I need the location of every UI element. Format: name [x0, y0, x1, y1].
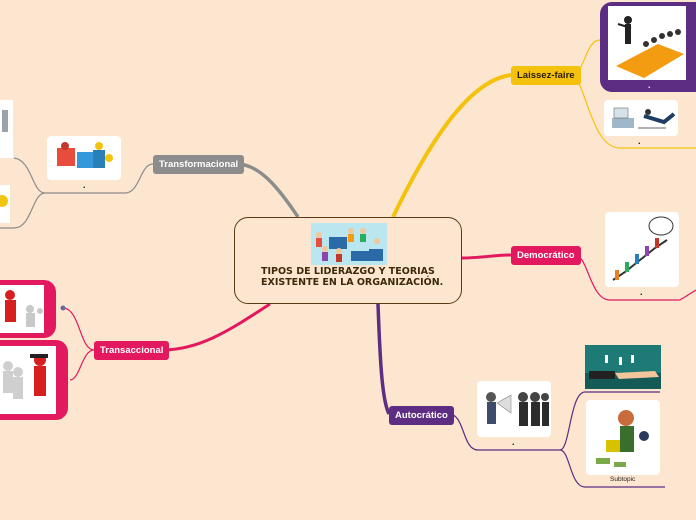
autocratico-hand-image	[585, 345, 661, 389]
transformacional-image-2	[0, 185, 10, 223]
branch-transaccional	[161, 302, 271, 352]
transaccional-card-2[interactable]	[0, 340, 68, 420]
central-topic[interactable]: TIPOS DE LIDERAZGO Y TEORIAS EXISTENTE E…	[234, 217, 462, 304]
branch-transformacional	[236, 162, 300, 218]
central-topic-title: TIPOS DE LIDERAZGO Y TEORIAS EXISTENTE E…	[261, 266, 444, 288]
leader-pointing-image	[608, 6, 686, 80]
laissez-faire-dot-label-2: .	[638, 136, 641, 146]
branch-laissez-faire	[391, 73, 512, 218]
red-figures-image	[0, 285, 44, 333]
laissez-faire-dot-label-1: .	[648, 80, 651, 90]
topic-laissez-faire[interactable]: Laissez-faire	[511, 66, 581, 85]
transformacional-puzzle-image	[47, 136, 121, 180]
branch-autocratico	[376, 303, 391, 415]
transformacional-dot-label: .	[83, 180, 86, 190]
autocratico-subtopic-label: Subtopic	[610, 476, 636, 483]
autocratico-boss-image	[586, 400, 660, 475]
autocratico-dot-label: .	[512, 437, 515, 447]
democratico-dot-label: .	[640, 287, 643, 297]
laissez-faire-relaxed-image	[604, 100, 678, 136]
telescope-leader-image	[0, 346, 56, 414]
transaccional-card-1[interactable]	[0, 280, 56, 338]
transformacional-image-1	[0, 100, 13, 158]
topic-transformacional[interactable]: Transformacional	[153, 155, 245, 174]
branch-democratico	[461, 253, 512, 260]
autocratico-megaphone-image	[477, 381, 551, 437]
laissez-faire-leader-card[interactable]: .	[600, 2, 696, 92]
topic-transaccional[interactable]: Transaccional	[94, 341, 170, 360]
topic-autocratico[interactable]: Autocrático	[389, 406, 454, 425]
topic-democratico[interactable]: Democrático	[511, 246, 581, 265]
leaders-train-image	[311, 223, 387, 265]
democratico-stairs-image	[605, 212, 679, 287]
